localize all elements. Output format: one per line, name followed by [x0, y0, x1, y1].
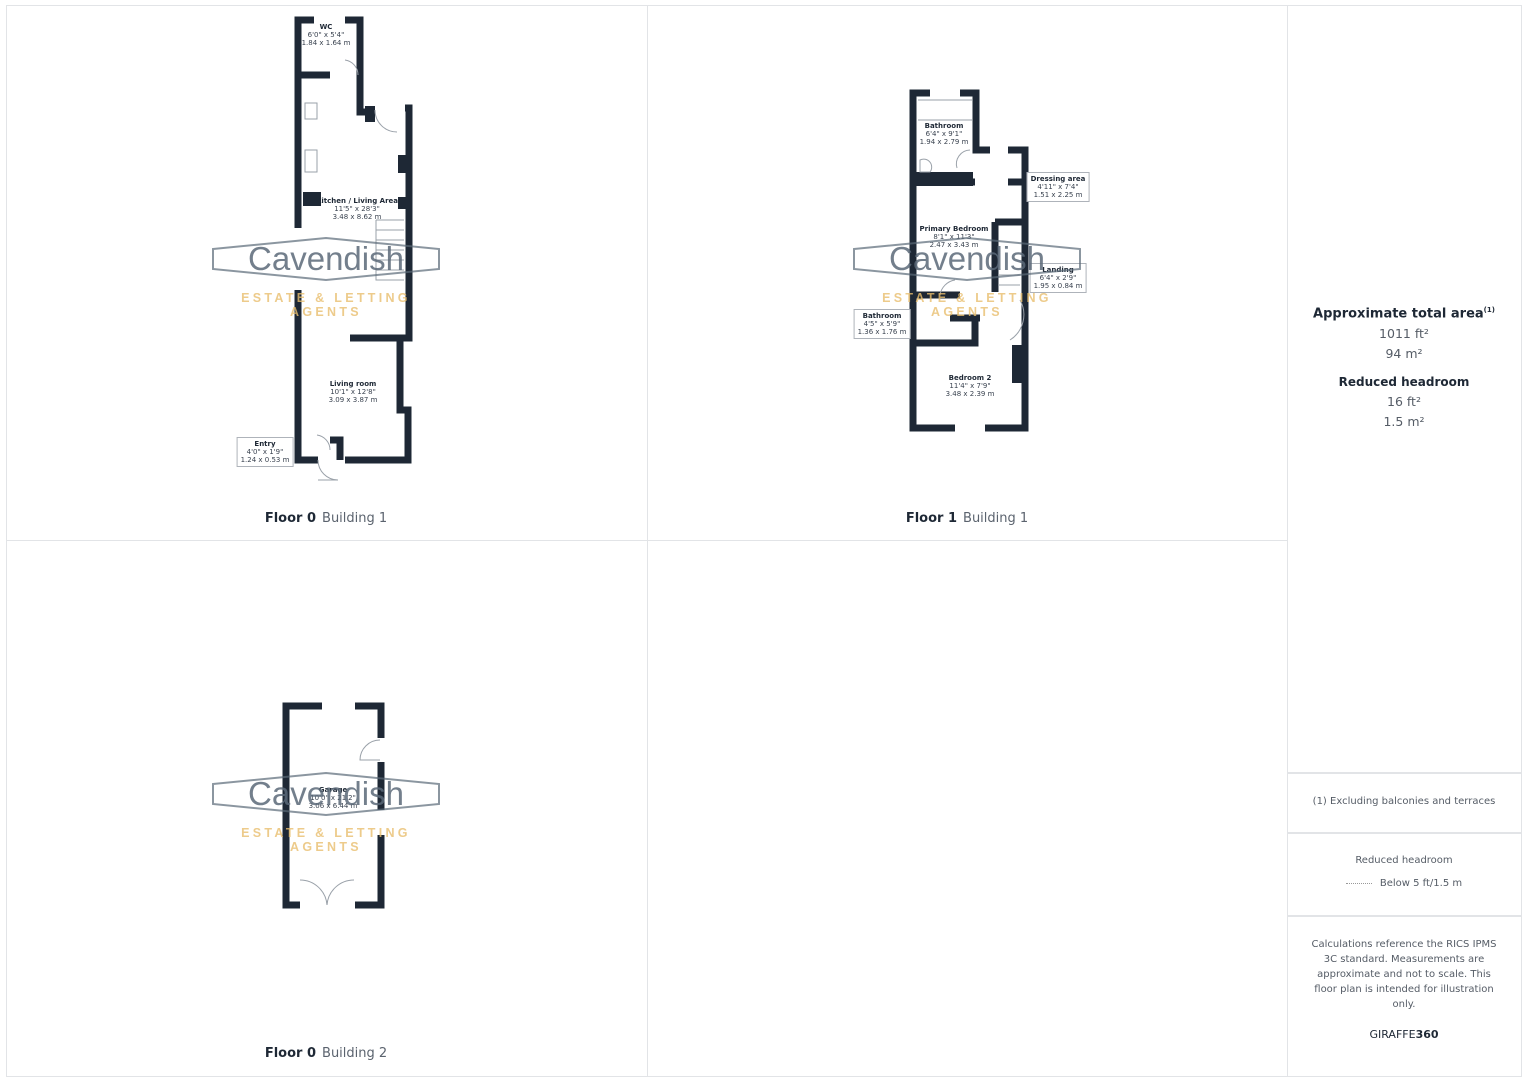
- giraffe360-logo: GIRAFFE360: [1369, 1028, 1439, 1041]
- legend-item: Below 5 ft/1.5 m: [1288, 876, 1520, 891]
- reduced-area-m: 1.5 m²: [1383, 414, 1425, 430]
- room-imperial: 6'4" x 9'1": [925, 130, 963, 138]
- room-metric: 1.24 x 0.53 m: [240, 456, 290, 464]
- footnote: (1) Excluding balconies and terraces: [1312, 796, 1496, 807]
- room-metric: 1.84 x 1.64 m: [301, 39, 351, 47]
- wall: [330, 436, 344, 460]
- divider: [1288, 832, 1521, 834]
- room-name: Garage: [318, 786, 348, 794]
- room-label-dressing-area: Dressing area 4'11" x 7'4" 1.51 x 2.25 m: [1026, 172, 1090, 202]
- legend-title: Reduced headroom: [1355, 855, 1453, 866]
- room-label-garage: Garage 10'0" x 21'2" 3.06 x 6.44 m: [309, 786, 358, 810]
- room-imperial: 4'5" x 5'9": [863, 320, 901, 328]
- room-label-primary-bedroom: Primary Bedroom 8'1" x 11'3" 2.47 x 3.43…: [920, 225, 989, 249]
- footnote-ref: (1): [1483, 306, 1495, 314]
- room-metric: 1.51 x 2.25 m: [1033, 191, 1083, 199]
- room-name: Entry: [254, 440, 276, 448]
- building-label: Building 1: [322, 511, 388, 526]
- reduced-area-ft: 16 ft²: [1387, 394, 1421, 410]
- room-label-bathroom-2: Bathroom 4'5" x 5'9" 1.36 x 1.76 m: [853, 309, 911, 339]
- room-metric: 3.48 x 2.39 m: [945, 390, 995, 398]
- room-label-wc: WC 6'0" x 5'4" 1.84 x 1.64 m: [302, 23, 351, 47]
- floor-label: Floor 0: [264, 1046, 317, 1061]
- total-area-m: 94 m²: [1385, 346, 1423, 362]
- room-label-kitchen: Kitchen / Living Area 11'5" x 28'3" 3.48…: [316, 197, 398, 221]
- room-name: Bedroom 2: [948, 374, 992, 382]
- room-name: WC: [319, 23, 333, 31]
- room-name: Bathroom: [924, 122, 964, 130]
- wall: [345, 338, 412, 464]
- room-metric: 3.09 x 3.87 m: [328, 396, 378, 404]
- total-area-ft: 1011 ft²: [1379, 326, 1429, 342]
- room-metric: 2.47 x 3.43 m: [929, 241, 979, 249]
- legend: Reduced headroom Below 5 ft/1.5 m: [1288, 853, 1520, 891]
- dotted-line-icon: [1345, 882, 1372, 884]
- divider: [647, 5, 648, 1077]
- area-summary: Approximate total area(1) 1011 ft² 94 m²…: [1288, 306, 1520, 429]
- wall: [350, 104, 413, 342]
- room-imperial: 8'1" x 11'3": [933, 233, 975, 241]
- room-name: Bathroom: [862, 312, 902, 320]
- plan-caption: Floor 1 Building 1: [906, 511, 1028, 526]
- room-metric: 3.48 x 8.62 m: [332, 213, 382, 221]
- room-label-living-room: Living room 10'1" x 12'8" 3.09 x 3.87 m: [329, 380, 378, 404]
- room-metric: 1.95 x 0.84 m: [1033, 282, 1083, 290]
- room-label-landing: Landing 6'4" x 2'9" 1.95 x 0.84 m: [1029, 263, 1087, 293]
- wall: [991, 218, 1022, 292]
- room-name: Primary Bedroom: [919, 225, 989, 233]
- reduced-headroom-title: Reduced headroom: [1338, 375, 1470, 390]
- divider: [1288, 772, 1521, 774]
- wall: [355, 702, 385, 909]
- room-name: Living room: [329, 380, 377, 388]
- room-metric: 3.06 x 6.44 m: [308, 802, 358, 810]
- room-imperial: 10'1" x 12'8": [330, 388, 376, 396]
- room-name: Dressing area: [1030, 175, 1086, 183]
- divider: [1288, 915, 1521, 917]
- room-label-bathroom: Bathroom 6'4" x 9'1" 1.94 x 2.79 m: [920, 122, 969, 146]
- divider: [6, 540, 1287, 541]
- room-imperial: 6'4" x 2'9": [1039, 274, 1077, 282]
- disclaimer: Calculations reference the RICS IPMS 3C …: [1311, 939, 1497, 1010]
- room-imperial: 4'0" x 1'9": [246, 448, 284, 456]
- room-label-entry: Entry 4'0" x 1'9" 1.24 x 0.53 m: [236, 437, 294, 467]
- building-label: Building 1: [963, 511, 1029, 526]
- room-metric: 1.36 x 1.76 m: [857, 328, 907, 336]
- wall: [960, 89, 990, 154]
- divider: [1287, 5, 1288, 1077]
- room-imperial: 6'0" x 5'4": [307, 31, 345, 39]
- room-metric: 1.94 x 2.79 m: [919, 138, 969, 146]
- wall: [294, 16, 318, 464]
- room-imperial: 4'11" x 7'4": [1037, 183, 1079, 191]
- room-imperial: 11'4" x 7'9": [949, 382, 991, 390]
- room-name: Landing: [1042, 266, 1074, 274]
- total-area-title: Approximate total area(1): [1313, 306, 1495, 322]
- room-imperial: 10'0" x 21'2": [310, 794, 356, 802]
- floor-label: Floor 0: [264, 511, 317, 526]
- building-label: Building 2: [322, 1046, 388, 1061]
- room-imperial: 11'5" x 28'3": [334, 205, 380, 213]
- wall: [913, 318, 979, 347]
- room-name: Kitchen / Living Area: [315, 197, 399, 205]
- plan-caption: Floor 0 Building 2: [265, 1046, 387, 1061]
- page-frame: [6, 5, 1522, 1077]
- floor-label: Floor 1: [905, 511, 958, 526]
- plan-caption: Floor 0 Building 1: [265, 511, 387, 526]
- room-label-bedroom-2: Bedroom 2 11'4" x 7'9" 3.48 x 2.39 m: [946, 374, 995, 398]
